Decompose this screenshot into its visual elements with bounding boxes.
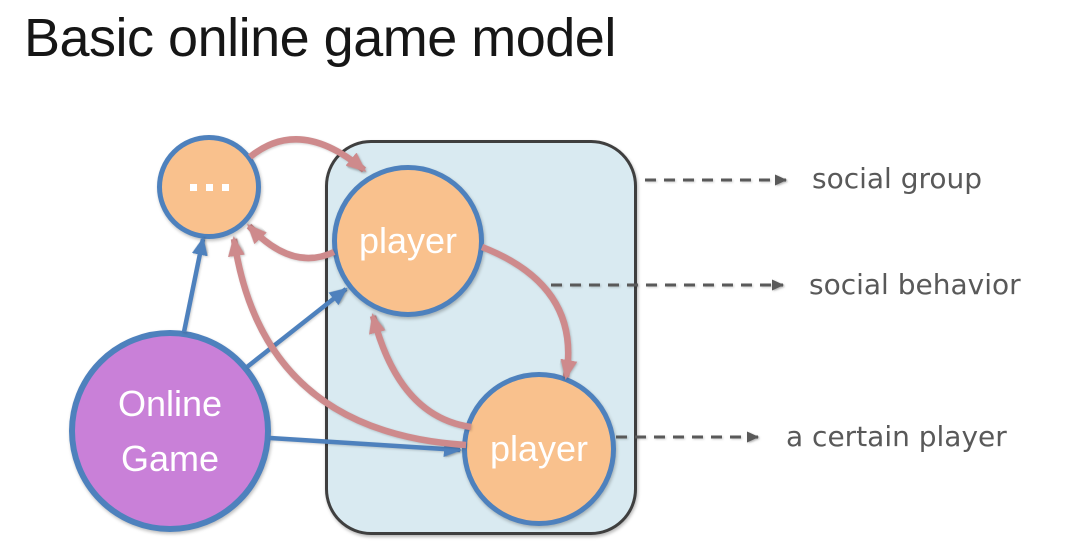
arrow-player-top-to-other-players [246,223,336,262]
annotation-social-group: social group [812,162,983,195]
online-game-label-line1: Online [117,383,223,424]
node-other-players: ... [157,135,261,239]
node-online-game: Online Game [69,330,271,532]
ellipsis-dot-icon [221,183,229,191]
arrow-online-game-to-other-players [181,237,208,333]
player-bottom-label: player [489,428,589,469]
node-player-bottom: player [462,372,616,526]
ellipsis-dot-icon [205,183,213,191]
slide-title: Basic online game model [24,8,616,68]
online-game-label-line2: Game [120,438,220,479]
annotation-a-certain-player: a certain player [786,420,1007,453]
node-player-top: player [332,165,484,317]
player-top-label: player [358,220,458,261]
ellipsis-dot-icon [189,183,197,191]
annotation-social-behavior: social behavior [809,268,1021,301]
